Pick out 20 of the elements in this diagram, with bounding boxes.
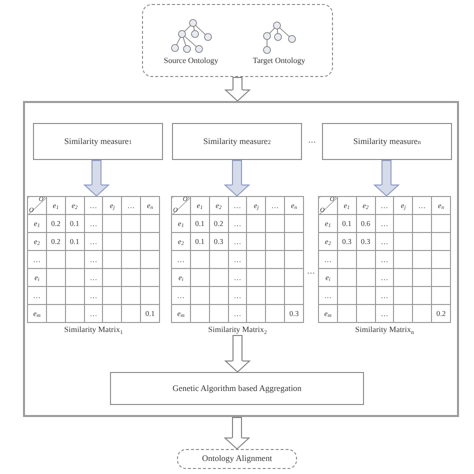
process-frame [23,101,459,417]
process-box: Genetic Algorithm based Aggregation [110,372,364,405]
ontology-label: Target Ontology [252,57,306,66]
block-arrow [224,160,250,196]
block-arrow [374,160,399,196]
process-box: Similarity measure$_{1}$ [33,123,163,160]
process-box: Similarity measure$_{n}$ [322,123,452,160]
output-box: Ontology Alignment [177,449,297,469]
ellipsis-label: … [308,136,316,146]
ellipsis-label: … [307,268,315,276]
block-arrow [225,77,250,102]
process-box: Similarity measure$_{2}$ [172,123,302,160]
ontology-panel [142,4,333,77]
block-arrow [224,417,250,450]
matrix-caption: Similarity Matrix$_{n}$ [355,326,414,335]
matrix-caption: Similarity Matrix$_{1}$ [64,326,123,335]
matrix-caption: Similarity Matrix$_{2}$ [208,326,267,335]
block-arrow [225,335,250,372]
block-arrow [84,160,109,196]
ontology-label: Source Ontology [164,57,218,66]
